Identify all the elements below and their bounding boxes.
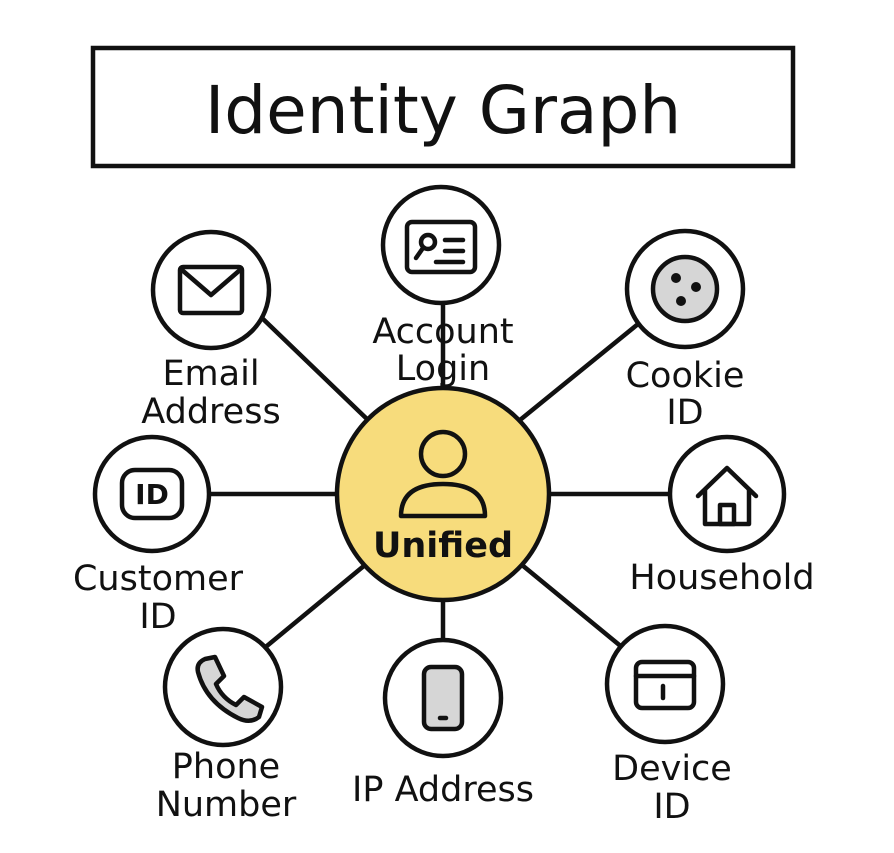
device-card-icon xyxy=(633,659,697,711)
edge-phone-number xyxy=(259,562,368,653)
diagram-title: Identity Graph xyxy=(205,72,681,149)
node-label-line-1: Household xyxy=(629,558,814,598)
smartphone-icon xyxy=(421,664,465,732)
node-customer-id: ID Customer ID xyxy=(73,434,244,637)
edge-device-id xyxy=(519,562,626,651)
center-label: Unified xyxy=(373,526,513,566)
node-label-line-2: Login xyxy=(396,349,490,389)
title-frame xyxy=(90,45,796,169)
node-email-address: Email Address xyxy=(141,229,281,432)
node-label-line-1: Email xyxy=(162,354,259,394)
phone-icon xyxy=(195,654,265,723)
node-circle xyxy=(92,434,212,554)
node-label-line-2: Address xyxy=(141,392,280,432)
node-label-line-1: Account xyxy=(372,312,513,352)
node-label-line-1: IP Address xyxy=(352,770,534,810)
node-label-line-1: Phone xyxy=(172,747,280,787)
node-device-id: Device ID xyxy=(604,623,732,827)
node-circle xyxy=(667,434,787,554)
person-icon xyxy=(398,429,488,519)
node-label-line-2: ID xyxy=(666,393,703,433)
edges xyxy=(205,302,675,653)
node-account-login: Account Login xyxy=(372,184,514,389)
house-icon xyxy=(695,465,759,527)
id-card-icon xyxy=(404,219,478,275)
node-label-line-1: Cookie xyxy=(626,356,745,396)
node-phone-number: Phone Number xyxy=(156,626,297,825)
envelope-icon xyxy=(177,264,245,316)
node-label-line-2: ID xyxy=(653,787,690,827)
node-household: Household xyxy=(629,434,815,598)
node-ip-address: IP Address xyxy=(352,637,534,810)
node-label-line-2: ID xyxy=(139,597,176,637)
cookie-icon xyxy=(650,254,720,324)
node-circle xyxy=(162,626,284,748)
node-circle xyxy=(604,623,726,745)
title-box: Identity Graph xyxy=(90,45,796,169)
node-circle xyxy=(150,229,272,351)
edge-cookie-id xyxy=(517,317,646,423)
svg-text:ID: ID xyxy=(135,478,169,511)
edge-email-address xyxy=(259,315,371,423)
node-label-line-1: Customer xyxy=(73,559,244,599)
node-label-line-1: Device xyxy=(612,749,732,789)
center-circle xyxy=(334,385,552,603)
node-circle xyxy=(380,184,502,306)
node-cookie-id: Cookie ID xyxy=(624,228,746,433)
center-node: Unified xyxy=(334,385,552,603)
node-label-line-2: Number xyxy=(156,785,297,825)
id-badge-icon: ID xyxy=(119,467,185,521)
